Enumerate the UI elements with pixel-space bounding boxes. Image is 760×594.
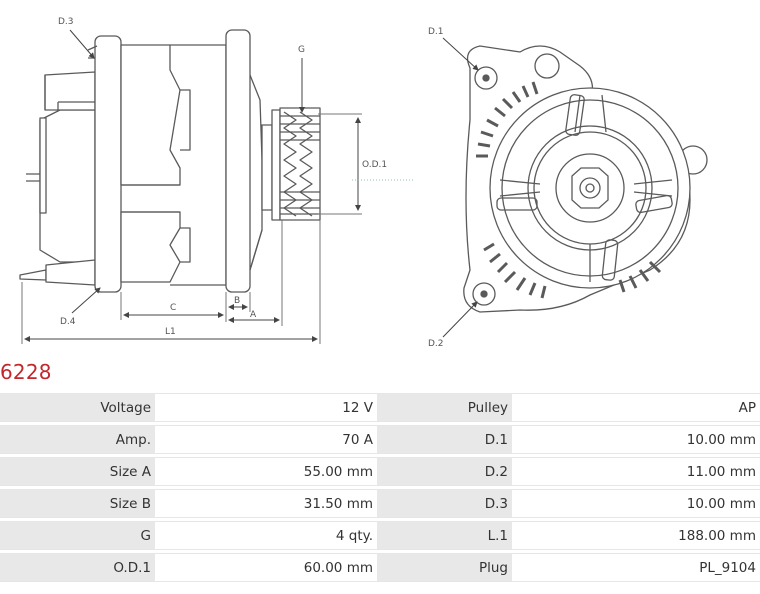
front-dimension-leaders bbox=[442, 37, 479, 338]
label-b: B bbox=[234, 296, 240, 306]
spec-label: D.2 bbox=[377, 457, 512, 486]
spec-label: L.1 bbox=[377, 521, 512, 550]
spec-label: Size A bbox=[0, 457, 155, 486]
label-od1: O.D.1 bbox=[362, 160, 387, 170]
table-row: O.D.1 60.00 mm Plug PL_9104 bbox=[0, 553, 760, 582]
spec-label: G bbox=[0, 521, 155, 550]
spec-value: 31.50 mm bbox=[155, 489, 377, 518]
spec-label: Amp. bbox=[0, 425, 155, 454]
label-d1: D.1 bbox=[428, 27, 444, 37]
table-row: G 4 qty. L.1 188.00 mm bbox=[0, 521, 760, 550]
spec-value: 4 qty. bbox=[155, 521, 377, 550]
alternator-technical-drawing: D.3 G O.D.1 D.4 C B A L1 D.1 D.2 bbox=[19, 17, 708, 349]
spec-label: D.3 bbox=[377, 489, 512, 518]
alternator-front-view bbox=[463, 45, 708, 313]
spec-label: D.1 bbox=[377, 425, 512, 454]
spec-value: 188.00 mm bbox=[512, 521, 760, 550]
part-number: 6228 bbox=[0, 360, 52, 384]
spec-label: Pulley bbox=[377, 393, 512, 422]
label-d2: D.2 bbox=[428, 339, 444, 349]
spec-label: O.D.1 bbox=[0, 553, 155, 582]
table-row: Amp. 70 A D.1 10.00 mm bbox=[0, 425, 760, 454]
table-row: Size B 31.50 mm D.3 10.00 mm bbox=[0, 489, 760, 518]
pulley-grooves bbox=[279, 107, 321, 221]
dimension-lines bbox=[21, 29, 415, 344]
spec-value: 55.00 mm bbox=[155, 457, 377, 486]
spec-value: 60.00 mm bbox=[155, 553, 377, 582]
spec-value: 10.00 mm bbox=[512, 425, 760, 454]
label-g: G bbox=[298, 45, 305, 55]
label-a: A bbox=[250, 310, 257, 320]
label-d4: D.4 bbox=[60, 317, 76, 327]
spec-label: Voltage bbox=[0, 393, 155, 422]
spec-value: 70 A bbox=[155, 425, 377, 454]
table-row: Size A 55.00 mm D.2 11.00 mm bbox=[0, 457, 760, 486]
spec-value: PL_9104 bbox=[512, 553, 760, 582]
label-l1: L1 bbox=[165, 327, 176, 337]
spec-value: 10.00 mm bbox=[512, 489, 760, 518]
spec-value: 12 V bbox=[155, 393, 377, 422]
spec-value: 11.00 mm bbox=[512, 457, 760, 486]
table-row: Voltage 12 V Pulley AP bbox=[0, 393, 760, 422]
drawing-labels: D.3 G O.D.1 D.4 C B A L1 D.1 D.2 bbox=[58, 17, 444, 349]
label-d3: D.3 bbox=[58, 17, 74, 27]
spec-table: Voltage 12 V Pulley AP Amp. 70 A D.1 10.… bbox=[0, 390, 760, 585]
alternator-side-view bbox=[19, 29, 321, 293]
spec-label: Size B bbox=[0, 489, 155, 518]
label-c: C bbox=[170, 303, 176, 313]
spec-label: Plug bbox=[377, 553, 512, 582]
spec-value: AP bbox=[512, 393, 760, 422]
